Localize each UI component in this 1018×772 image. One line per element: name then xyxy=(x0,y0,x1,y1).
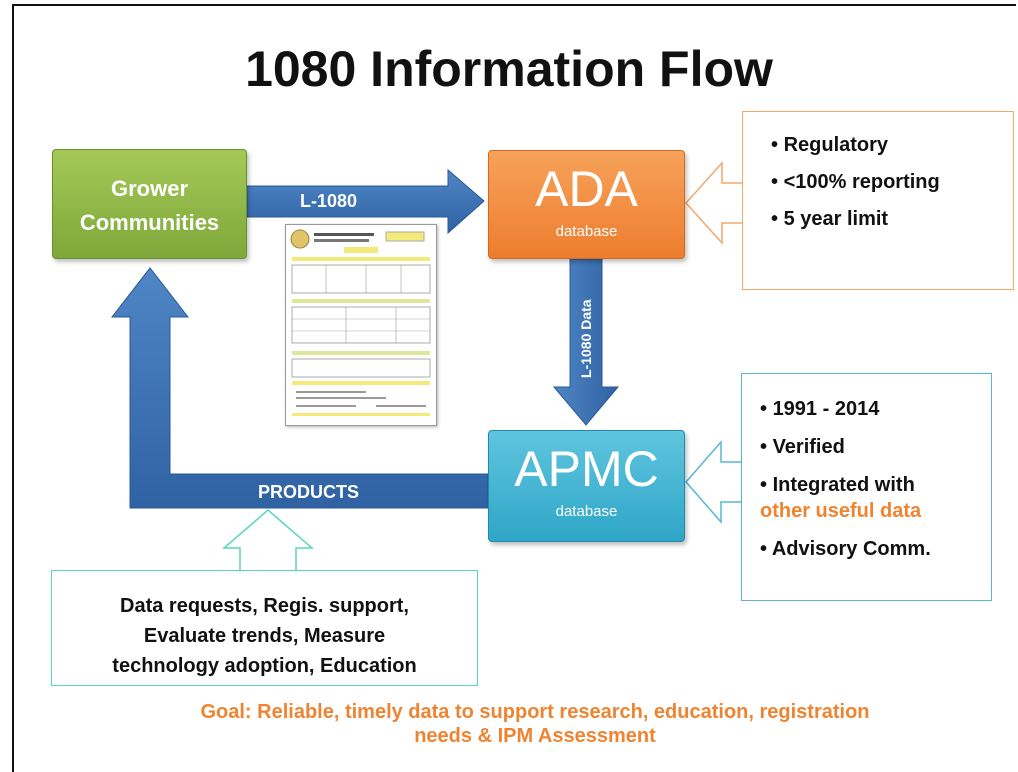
apmc-callout-text: Integrated with xyxy=(772,474,915,496)
apmc-callout-text: 1991 - 2014 xyxy=(772,398,880,420)
ada-sublabel: database xyxy=(555,223,618,240)
ada-callout-text: <100% reporting xyxy=(783,171,940,193)
ada-database-node: ADA database xyxy=(488,150,685,259)
grower-communities-node: Grower Communities xyxy=(52,149,247,259)
ada-callout-item: • Regulatory xyxy=(771,134,889,156)
apmc-callout-item: • Advisory Comm. xyxy=(760,538,931,560)
apmc-callout-item: • Verified xyxy=(760,436,845,458)
ada-callout-item: • 5 year limit xyxy=(771,208,889,230)
apmc-callout: • 1991 - 2014 • Verified • Integrated wi… xyxy=(741,373,992,601)
products-callout-line: Evaluate trends, Measure xyxy=(143,625,386,647)
apmc-callout-item: • 1991 - 2014 xyxy=(760,398,880,420)
products-arrow-label: PRODUCTS xyxy=(258,482,360,502)
ada-callout-text: Regulatory xyxy=(783,134,889,156)
apmc-callout-text: Verified xyxy=(772,436,845,458)
grower-label-line1: Grower xyxy=(110,176,189,201)
apmc-database-node: APMC database xyxy=(488,430,685,542)
goal-statement: Goal: Reliable, timely data to support r… xyxy=(120,700,950,748)
l1080-data-arrow-label: L-1080 Data xyxy=(578,299,594,378)
l1080-form-image xyxy=(285,224,437,426)
page-title: 1080 Information Flow xyxy=(245,41,773,97)
grower-label-line2: Communities xyxy=(79,210,220,235)
products-arrow xyxy=(110,267,489,509)
apmc-callout-text: Advisory Comm. xyxy=(771,538,931,560)
ada-callout-item: • <100% reporting xyxy=(771,171,940,193)
apmc-callout-item: • Integrated with other useful data xyxy=(760,474,922,522)
l1080-arrow xyxy=(246,168,485,235)
ada-callout: • Regulatory • <100% reporting • 5 year … xyxy=(742,111,1014,290)
ada-label: ADA xyxy=(535,161,638,217)
l1080-data-arrow xyxy=(552,258,620,426)
goal-line2: needs & IPM Assessment xyxy=(414,725,656,747)
products-callout: Data requests, Regis. support, Evaluate … xyxy=(51,570,478,686)
ada-callout-text: 5 year limit xyxy=(783,208,889,230)
products-callout-pointer xyxy=(221,509,315,573)
apmc-sublabel: database xyxy=(555,503,618,520)
form-thumbnail-graphic xyxy=(290,229,431,416)
l1080-arrow-label: L-1080 xyxy=(300,191,358,211)
products-callout-line: Data requests, Regis. support, xyxy=(120,595,409,617)
goal-line1: Goal: Reliable, timely data to support r… xyxy=(200,701,870,723)
slide-frame xyxy=(12,4,1016,772)
ada-callout-pointer xyxy=(684,161,745,245)
products-callout-line: technology adoption, Education xyxy=(112,655,417,677)
apmc-label: APMC xyxy=(514,441,659,497)
apmc-callout-highlight: other useful data xyxy=(760,500,922,522)
apmc-callout-pointer xyxy=(685,440,744,524)
